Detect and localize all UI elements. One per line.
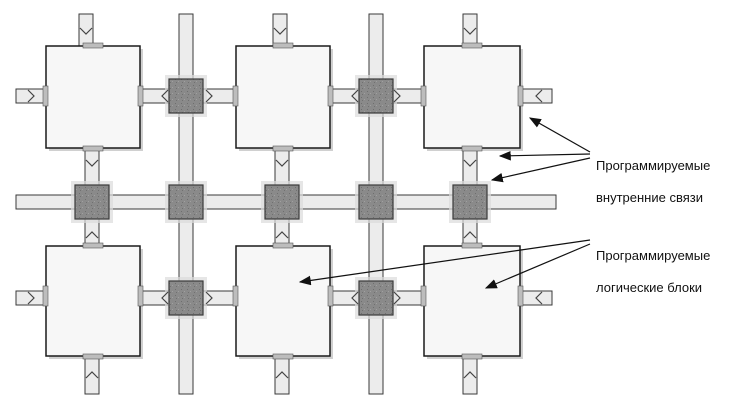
block-pad bbox=[272, 145, 294, 152]
channel-arrow-15 bbox=[463, 159, 477, 167]
block-pad bbox=[232, 85, 239, 107]
channel-stub-5 bbox=[274, 355, 290, 395]
block-pad bbox=[272, 242, 294, 249]
block-pad bbox=[327, 285, 334, 307]
block-pad bbox=[420, 85, 427, 107]
logic-label: Программируемые логические блоки bbox=[596, 232, 710, 312]
logic-label-line2: логические блоки bbox=[596, 280, 703, 295]
logic-block-6 bbox=[423, 245, 521, 357]
channel-arrow-22 bbox=[205, 291, 213, 305]
block-pad bbox=[137, 85, 144, 107]
channel-arrow-7 bbox=[27, 89, 35, 103]
channel-stub-2 bbox=[272, 13, 288, 47]
block-pad bbox=[461, 353, 483, 360]
channel-arrow-21 bbox=[161, 291, 169, 305]
channel-arrow-17 bbox=[161, 89, 169, 103]
block-pad bbox=[82, 353, 104, 360]
switch-matrix-5 bbox=[264, 184, 300, 220]
channel-stub-8 bbox=[15, 290, 47, 306]
block-pad bbox=[461, 145, 483, 152]
logic-block-4 bbox=[45, 245, 141, 357]
switch-matrix-8 bbox=[168, 280, 204, 316]
switch-matrix-6 bbox=[358, 184, 394, 220]
logic-blocks bbox=[42, 42, 524, 360]
channel-arrow-2 bbox=[273, 27, 287, 35]
block-pad bbox=[42, 85, 49, 107]
block-pad bbox=[517, 285, 524, 307]
callout-line-logic-right bbox=[484, 243, 591, 289]
switch-matrix-9 bbox=[358, 280, 394, 316]
channel-arrow-1 bbox=[79, 27, 93, 35]
callout-line-interconnect-switch bbox=[490, 157, 591, 183]
switch-matrix-3 bbox=[74, 184, 110, 220]
channel-stub-6 bbox=[462, 355, 478, 395]
block-pad bbox=[420, 285, 427, 307]
callout-line-logic-middle bbox=[298, 239, 591, 286]
callout-line-interconnect-block bbox=[528, 117, 591, 153]
channel-arrow-19 bbox=[351, 89, 359, 103]
channel-arrow-12 bbox=[85, 231, 99, 239]
block-pad bbox=[82, 42, 104, 49]
channel-arrow-9 bbox=[535, 89, 543, 103]
block-pad bbox=[82, 242, 104, 249]
interconnect-label-line2: внутренние связи bbox=[596, 190, 703, 205]
channel-arrow-3 bbox=[463, 27, 477, 35]
channel-arrow-20 bbox=[393, 89, 401, 103]
channel-stub-1 bbox=[78, 13, 94, 47]
channel-arrows bbox=[27, 27, 543, 379]
channel-arrow-13 bbox=[275, 159, 289, 167]
block-pad bbox=[517, 85, 524, 107]
block-pad bbox=[461, 242, 483, 249]
channel-arrow-6 bbox=[463, 371, 477, 379]
logic-label-line1: Программируемые bbox=[596, 248, 711, 263]
block-pad bbox=[272, 353, 294, 360]
block-pad bbox=[461, 42, 483, 49]
block-pad bbox=[272, 42, 294, 49]
channel-stub-4 bbox=[84, 355, 100, 395]
switch-matrix-1 bbox=[168, 78, 204, 114]
channel-arrow-4 bbox=[85, 371, 99, 379]
block-pad bbox=[327, 85, 334, 107]
channel-arrow-18 bbox=[205, 89, 213, 103]
channel-stub-3 bbox=[462, 13, 478, 47]
channel-arrow-14 bbox=[275, 231, 289, 239]
callout-line-interconnect-top bbox=[498, 150, 591, 161]
channel-stub-7 bbox=[15, 88, 47, 104]
logic-block-2 bbox=[235, 45, 331, 149]
channel-arrow-24 bbox=[393, 291, 401, 305]
channel-arrow-8 bbox=[27, 291, 35, 305]
channel-arrow-16 bbox=[463, 231, 477, 239]
interconnect-label-line1: Программируемые bbox=[596, 158, 711, 173]
switch-matrix-7 bbox=[452, 184, 488, 220]
block-pad bbox=[42, 285, 49, 307]
logic-block-5 bbox=[235, 245, 331, 357]
channel-arrow-11 bbox=[85, 159, 99, 167]
interconnect-label: Программируемые внутренние связи bbox=[596, 142, 710, 222]
logic-block-1 bbox=[45, 45, 141, 149]
channel-arrow-10 bbox=[535, 291, 543, 305]
logic-block-3 bbox=[423, 45, 521, 149]
callout-lines bbox=[298, 117, 591, 289]
channel-arrow-5 bbox=[275, 371, 289, 379]
switch-matrices bbox=[71, 75, 491, 319]
block-pad bbox=[232, 285, 239, 307]
switch-matrix-4 bbox=[168, 184, 204, 220]
block-pad bbox=[82, 145, 104, 152]
block-pad bbox=[137, 285, 144, 307]
channel-arrow-23 bbox=[351, 291, 359, 305]
switch-matrix-2 bbox=[358, 78, 394, 114]
